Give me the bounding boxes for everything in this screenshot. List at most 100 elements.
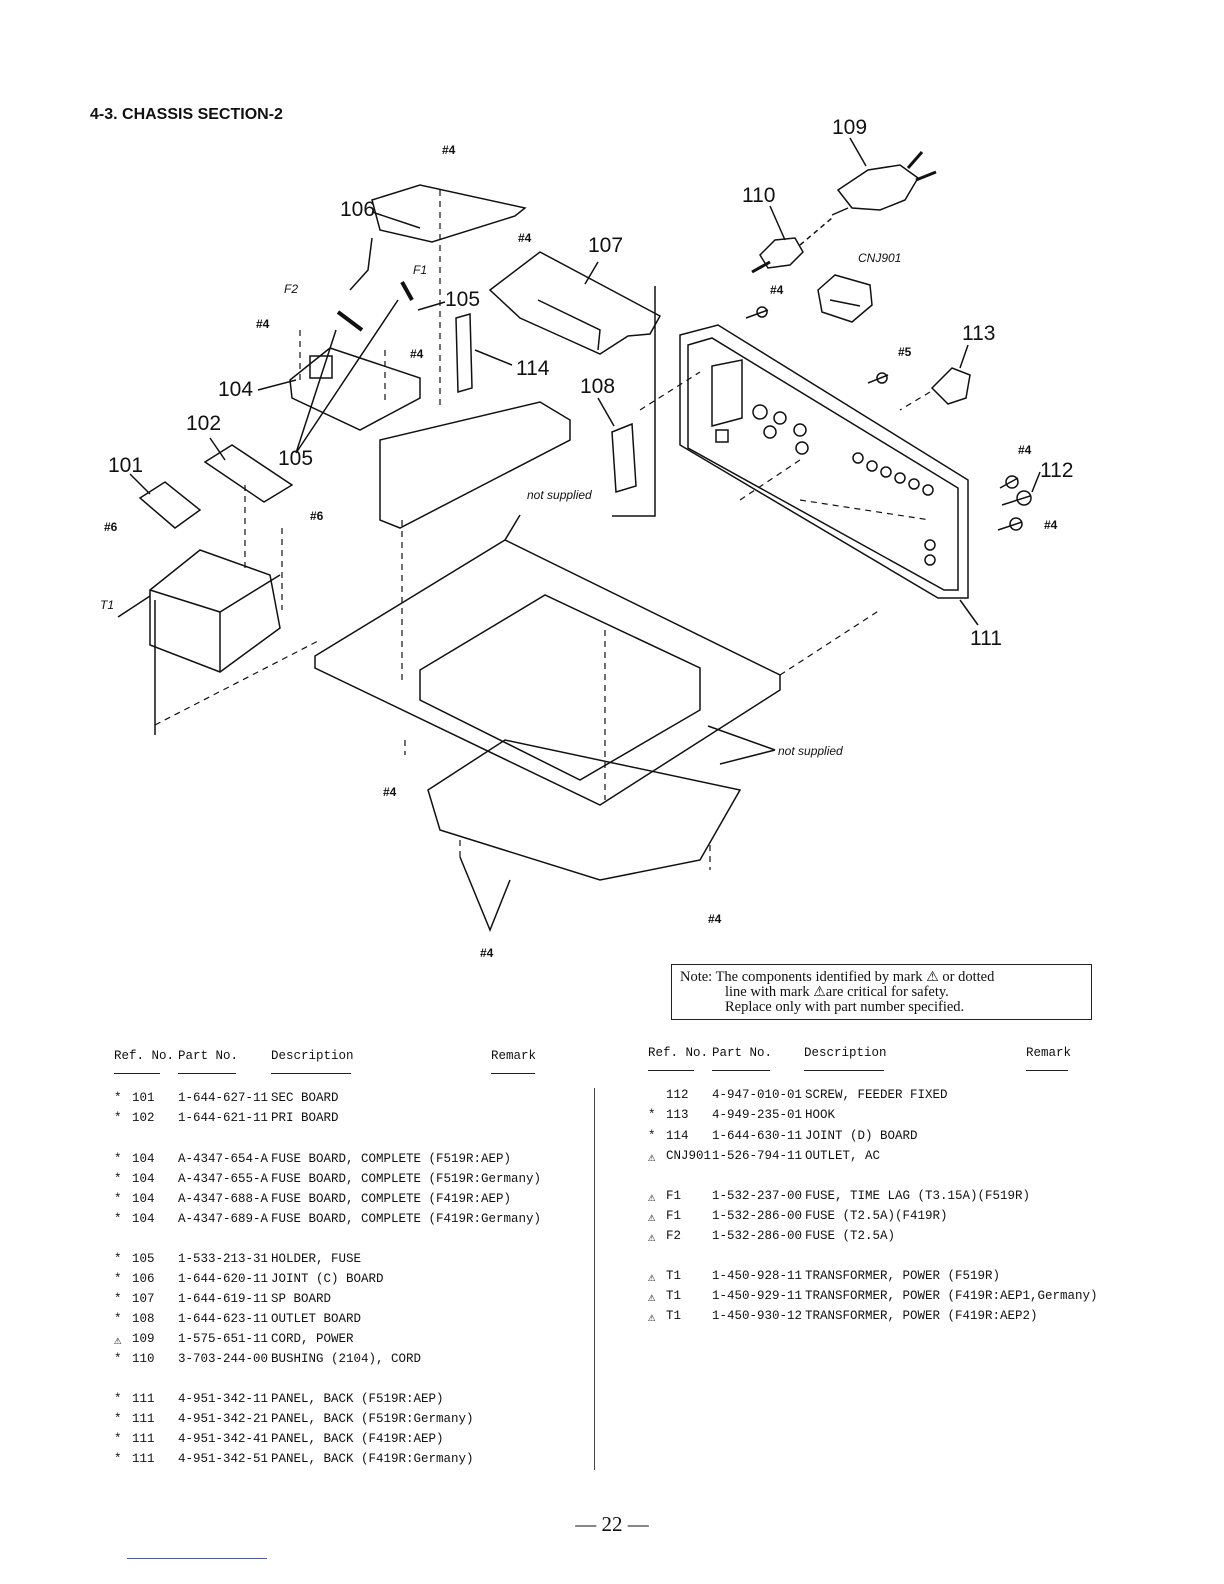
note-line-3: Replace only with part number specified.: [725, 999, 965, 1015]
section-title: 4-3. CHASSIS SECTION-2: [90, 106, 283, 123]
part-mark: *: [648, 1108, 656, 1122]
part-number: 1-450-929-11: [712, 1289, 803, 1303]
part-description: FUSE BOARD, COMPLETE (F419R:Germany): [271, 1212, 542, 1226]
part-number: 4-947-010-01: [712, 1088, 803, 1102]
part-description: FUSE, TIME LAG (T3.15A)(F519R): [805, 1189, 1031, 1203]
part-ref: 111: [132, 1412, 155, 1426]
part-number: 1-644-627-11: [178, 1091, 269, 1105]
part-mark: *: [114, 1432, 122, 1446]
part-ref: F1: [666, 1189, 682, 1203]
header-rule: [114, 1073, 160, 1074]
parts-table-right: Ref. No. Part No. Description Remark 112…: [648, 1046, 1098, 1346]
screw-label: #4: [442, 143, 456, 157]
part-ref: 101: [132, 1091, 155, 1105]
part-mark: *: [114, 1312, 122, 1326]
part-description: PRI BOARD: [271, 1111, 339, 1125]
part-mark: *: [648, 1129, 656, 1143]
part-number: 4-949-235-01: [712, 1108, 803, 1122]
part-ref: 109: [132, 1332, 155, 1346]
part-mark: *: [114, 1252, 122, 1266]
part-mark: *: [114, 1091, 122, 1105]
ref-label-113: 113: [962, 322, 995, 345]
part-mark: *: [114, 1272, 122, 1286]
callout-not-supplied: not supplied: [778, 744, 843, 758]
part-ref: 111: [132, 1392, 155, 1406]
header-rule: [178, 1073, 236, 1074]
header-ref: Ref. No.: [114, 1049, 175, 1063]
part-label-t1: T1: [100, 598, 114, 612]
ref-label-108: 108: [580, 375, 615, 398]
part-mark: ⚠: [648, 1231, 656, 1245]
part-number: 1-532-237-00: [712, 1189, 803, 1203]
part-number: 1-532-286-00: [712, 1229, 803, 1243]
part-description: OUTLET, AC: [805, 1149, 881, 1163]
part-ref: 104: [132, 1152, 155, 1166]
header-rule: [648, 1070, 694, 1071]
part-mark: *: [114, 1212, 122, 1226]
part-description: SEC BOARD: [271, 1091, 339, 1105]
parts-table-left: Ref. No. Part No. Description Remark *10…: [114, 1049, 542, 1470]
ref-label-105-bottom: 105: [278, 447, 313, 470]
ref-label-102: 102: [186, 412, 221, 435]
part-number: 1-526-794-11: [712, 1149, 803, 1163]
part-ref: 112: [666, 1088, 689, 1102]
part-description: FUSE BOARD, COMPLETE (F519R:Germany): [271, 1172, 542, 1186]
part-number: A-4347-689-A: [178, 1212, 269, 1226]
part-number: 1-644-623-11: [178, 1312, 269, 1326]
part-ref: 110: [132, 1352, 155, 1366]
part-description: PANEL, BACK (F519R:Germany): [271, 1412, 474, 1426]
part-description: SP BOARD: [271, 1292, 332, 1306]
part-ref: 107: [132, 1292, 155, 1306]
column-divider: [594, 1088, 595, 1470]
part-ref: F1: [666, 1209, 682, 1223]
part-mark: ⚠: [648, 1151, 656, 1165]
part-number: A-4347-654-A: [178, 1152, 269, 1166]
part-description: SCREW, FEEDER FIXED: [805, 1088, 948, 1102]
part-mark: ⚠: [648, 1191, 656, 1205]
part-ref: 106: [132, 1272, 155, 1286]
screw-label: #5: [898, 345, 912, 359]
header-rule: [271, 1073, 351, 1074]
part-number: 4-951-342-11: [178, 1392, 269, 1406]
part-ref: 111: [132, 1432, 155, 1446]
screw-label: #4: [770, 283, 784, 297]
header-part: Part No.: [712, 1046, 773, 1060]
part-ref: T1: [666, 1269, 682, 1283]
header-desc: Description: [271, 1049, 354, 1063]
ref-label-104: 104: [218, 378, 253, 401]
ref-label-111: 111: [970, 627, 1002, 650]
part-description: TRANSFORMER, POWER (F419R:AEP1,Germany): [805, 1289, 1098, 1303]
part-number: 4-951-342-21: [178, 1412, 269, 1426]
warning-triangle-icon: ⚠: [926, 970, 939, 985]
part-number: 1-644-619-11: [178, 1292, 269, 1306]
screw-label: #4: [480, 946, 494, 960]
part-mark: ⚠: [648, 1311, 656, 1325]
part-ref: 104: [132, 1212, 155, 1226]
header-desc: Description: [804, 1046, 887, 1060]
screw-label: #4: [383, 785, 397, 799]
part-number: 1-532-286-00: [712, 1209, 803, 1223]
footer-rule: [127, 1558, 267, 1559]
part-description: PANEL, BACK (F519R:AEP): [271, 1392, 444, 1406]
part-number: 1-450-928-11: [712, 1269, 803, 1283]
part-mark: ⚠: [648, 1211, 656, 1225]
header-part: Part No.: [178, 1049, 239, 1063]
part-mark: *: [114, 1152, 122, 1166]
exploded-view-diagram: 109 110 106 107 105 114 108 113 104 102 …: [100, 116, 1073, 960]
part-mark: ⚠: [114, 1334, 122, 1348]
safety-note: Note: The components identified by mark …: [671, 964, 1092, 1020]
